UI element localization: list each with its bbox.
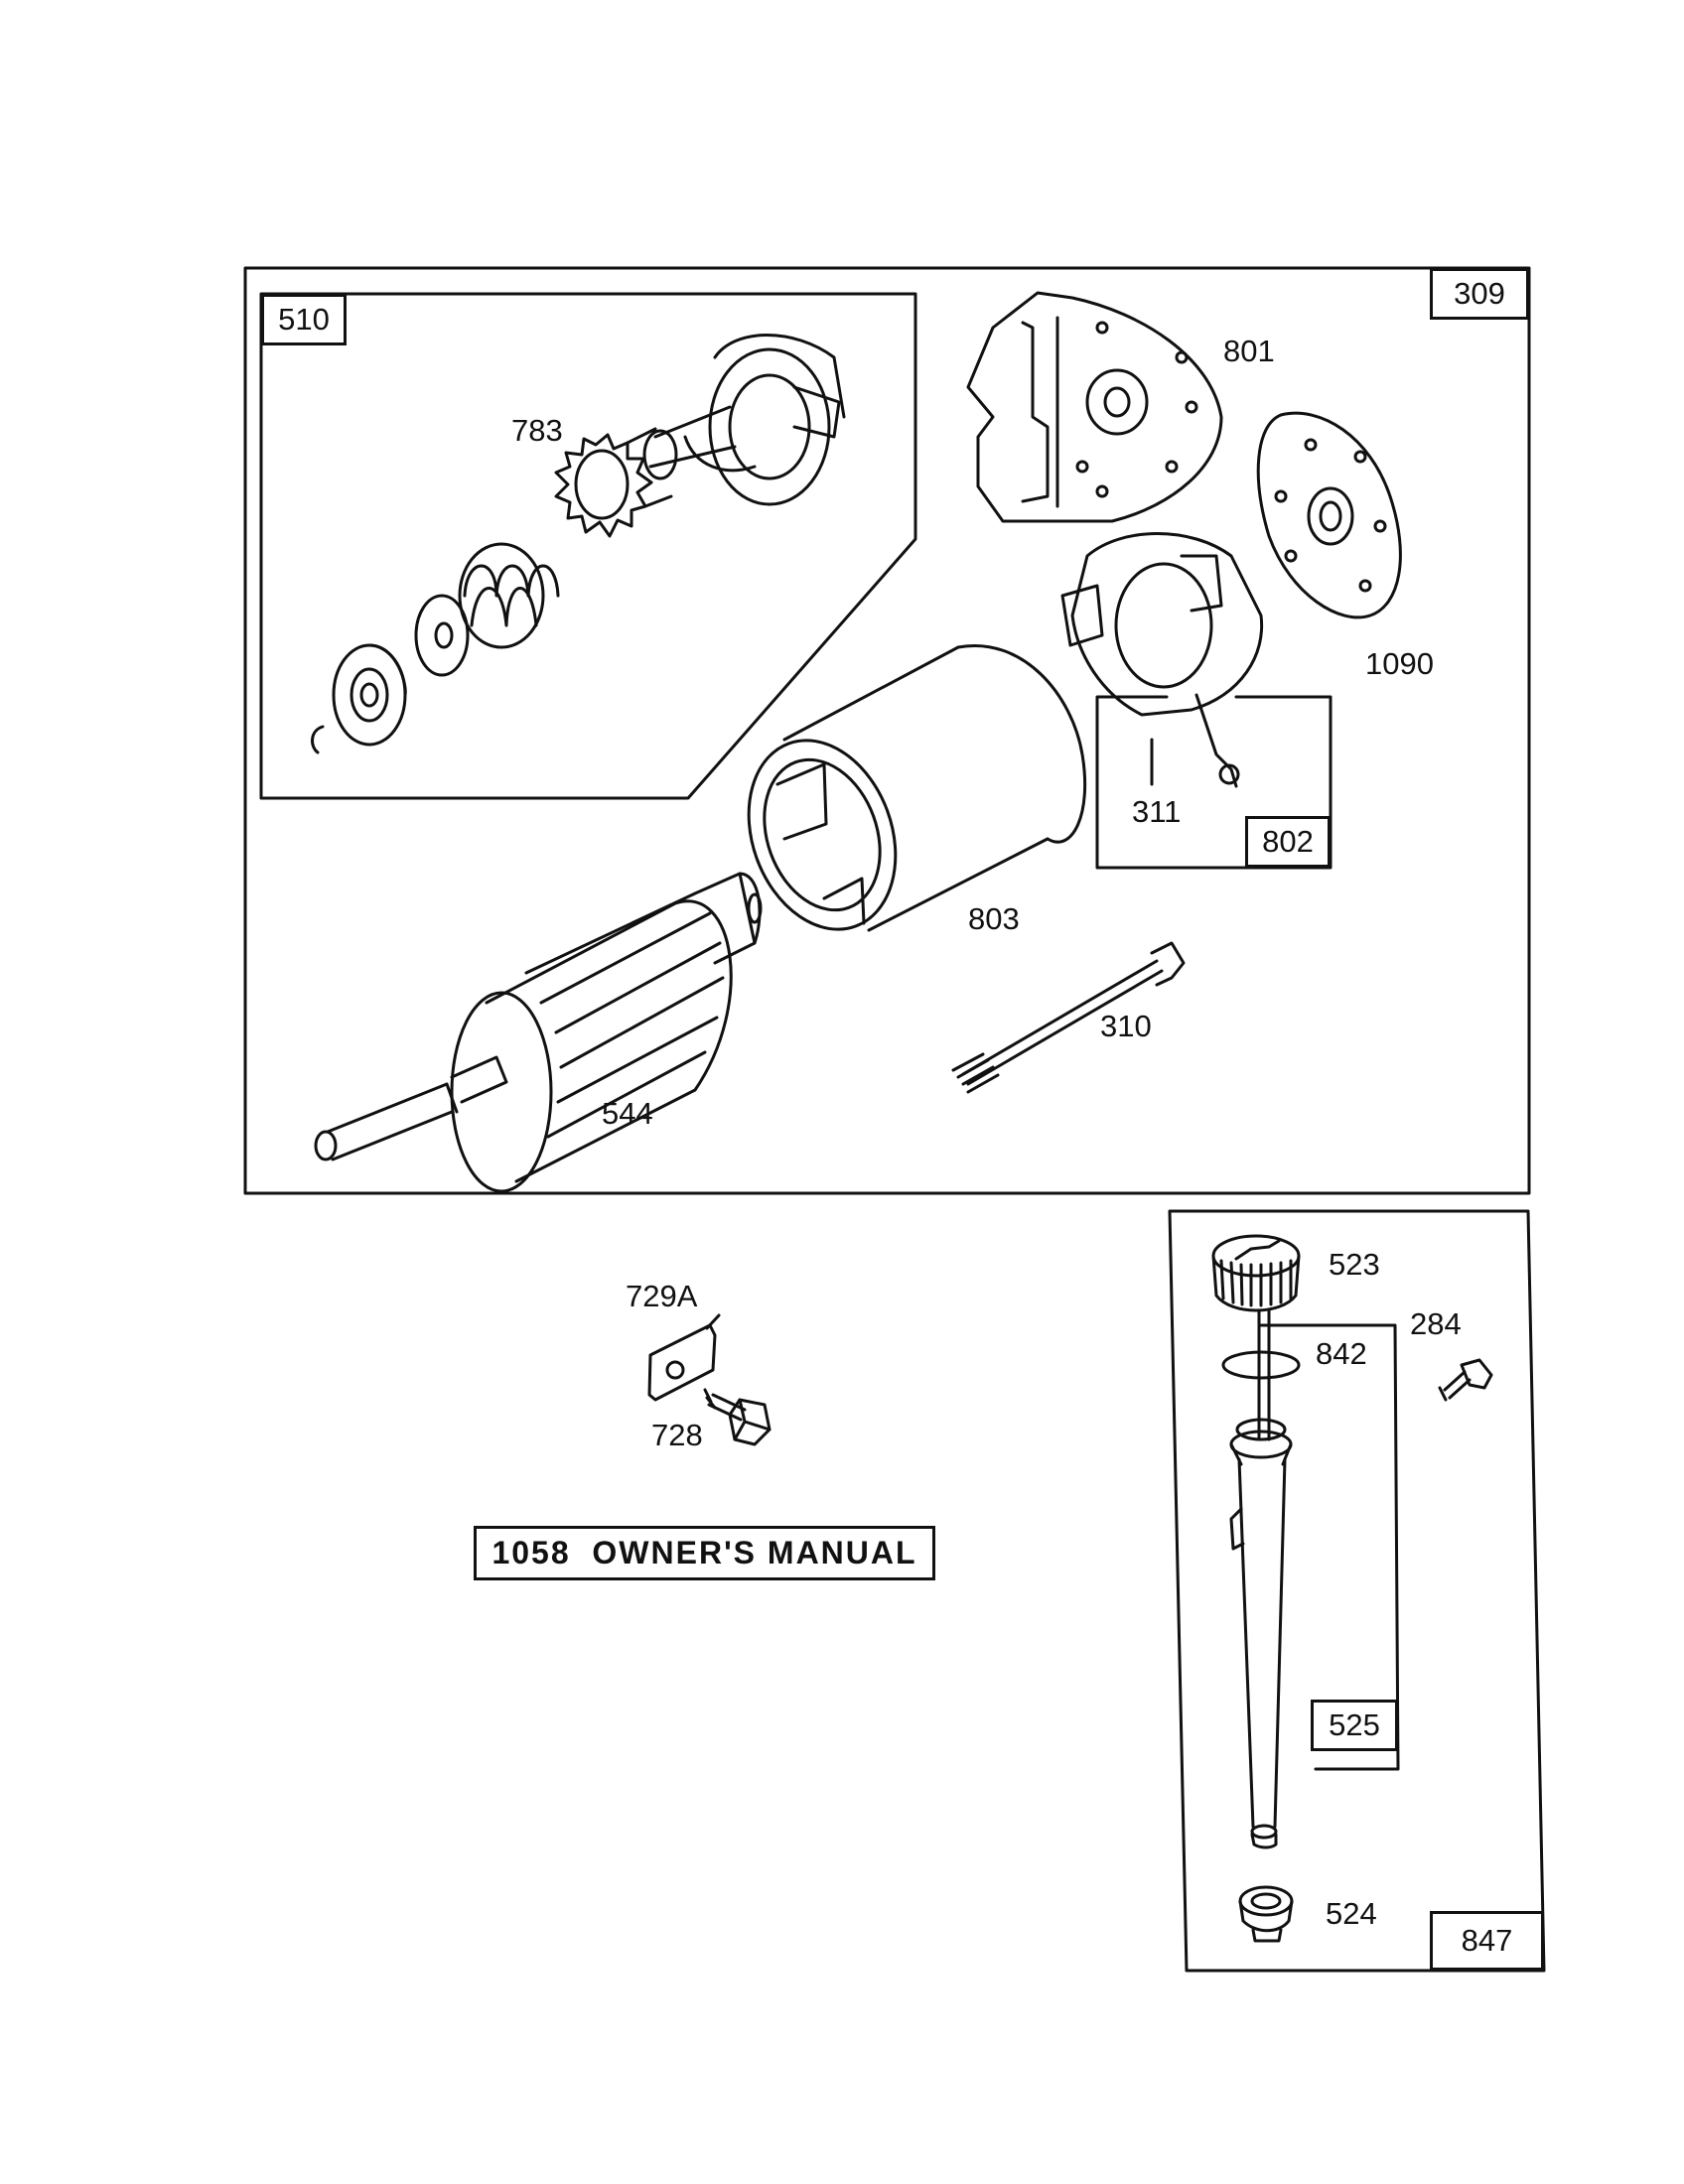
- brush-holder: [1060, 532, 1264, 788]
- box-label-847: 847: [1430, 1911, 1544, 1971]
- tube-kit-frame: [1259, 1323, 1400, 1771]
- bracket-screw: [703, 1388, 772, 1446]
- thrust-washer: [414, 594, 470, 677]
- motor-housing: [747, 644, 1087, 932]
- callout-783: 783: [511, 413, 563, 448]
- pinion-drive-housing: [642, 334, 846, 506]
- callout-523: 523: [1329, 1247, 1380, 1282]
- callout-544: 544: [602, 1096, 653, 1131]
- o-ring: [1221, 1350, 1301, 1380]
- callout-728: 728: [651, 1418, 703, 1452]
- pinion-gear: [554, 427, 673, 538]
- box-label-309: 309: [1430, 268, 1529, 320]
- brush-kit-frame: [1095, 695, 1333, 870]
- armature: [314, 872, 763, 1193]
- through-bolt: [951, 941, 1186, 1094]
- manual-number: 1058: [491, 1535, 571, 1570]
- manual-title: OWNER'S MANUAL: [592, 1535, 917, 1570]
- box-label-525: 525: [1311, 1700, 1398, 1751]
- box-label-510: 510: [261, 294, 347, 345]
- stop-collar: [332, 643, 407, 747]
- callout-1090: 1090: [1365, 646, 1434, 681]
- dipstick-tube: [1229, 1418, 1293, 1849]
- box-label-802: 802: [1245, 816, 1331, 868]
- callout-801: 801: [1223, 334, 1275, 368]
- callout-524: 524: [1326, 1896, 1377, 1931]
- callout-803: 803: [968, 901, 1020, 936]
- dipstick-assembly-frame: [1168, 1209, 1546, 1973]
- end-plate: [1256, 411, 1402, 619]
- callout-729a: 729A: [626, 1279, 698, 1313]
- retaining-ring: [311, 725, 325, 754]
- callout-284: 284: [1410, 1306, 1462, 1341]
- end-cap: [966, 291, 1223, 523]
- drive-kit-frame: [259, 292, 917, 800]
- starter-assembly-frame: [243, 266, 1531, 1195]
- tube-screw: [1438, 1358, 1493, 1402]
- owners-manual-label: 1058 OWNER'S MANUAL: [474, 1526, 935, 1580]
- mounting-bracket: [647, 1313, 721, 1402]
- callout-310: 310: [1100, 1009, 1152, 1043]
- anti-drift-spring: [458, 542, 560, 649]
- callout-311: 311: [1132, 794, 1182, 829]
- callout-842: 842: [1316, 1336, 1367, 1371]
- dipstick-cap: [1211, 1234, 1301, 1312]
- tube-grommet: [1238, 1885, 1294, 1943]
